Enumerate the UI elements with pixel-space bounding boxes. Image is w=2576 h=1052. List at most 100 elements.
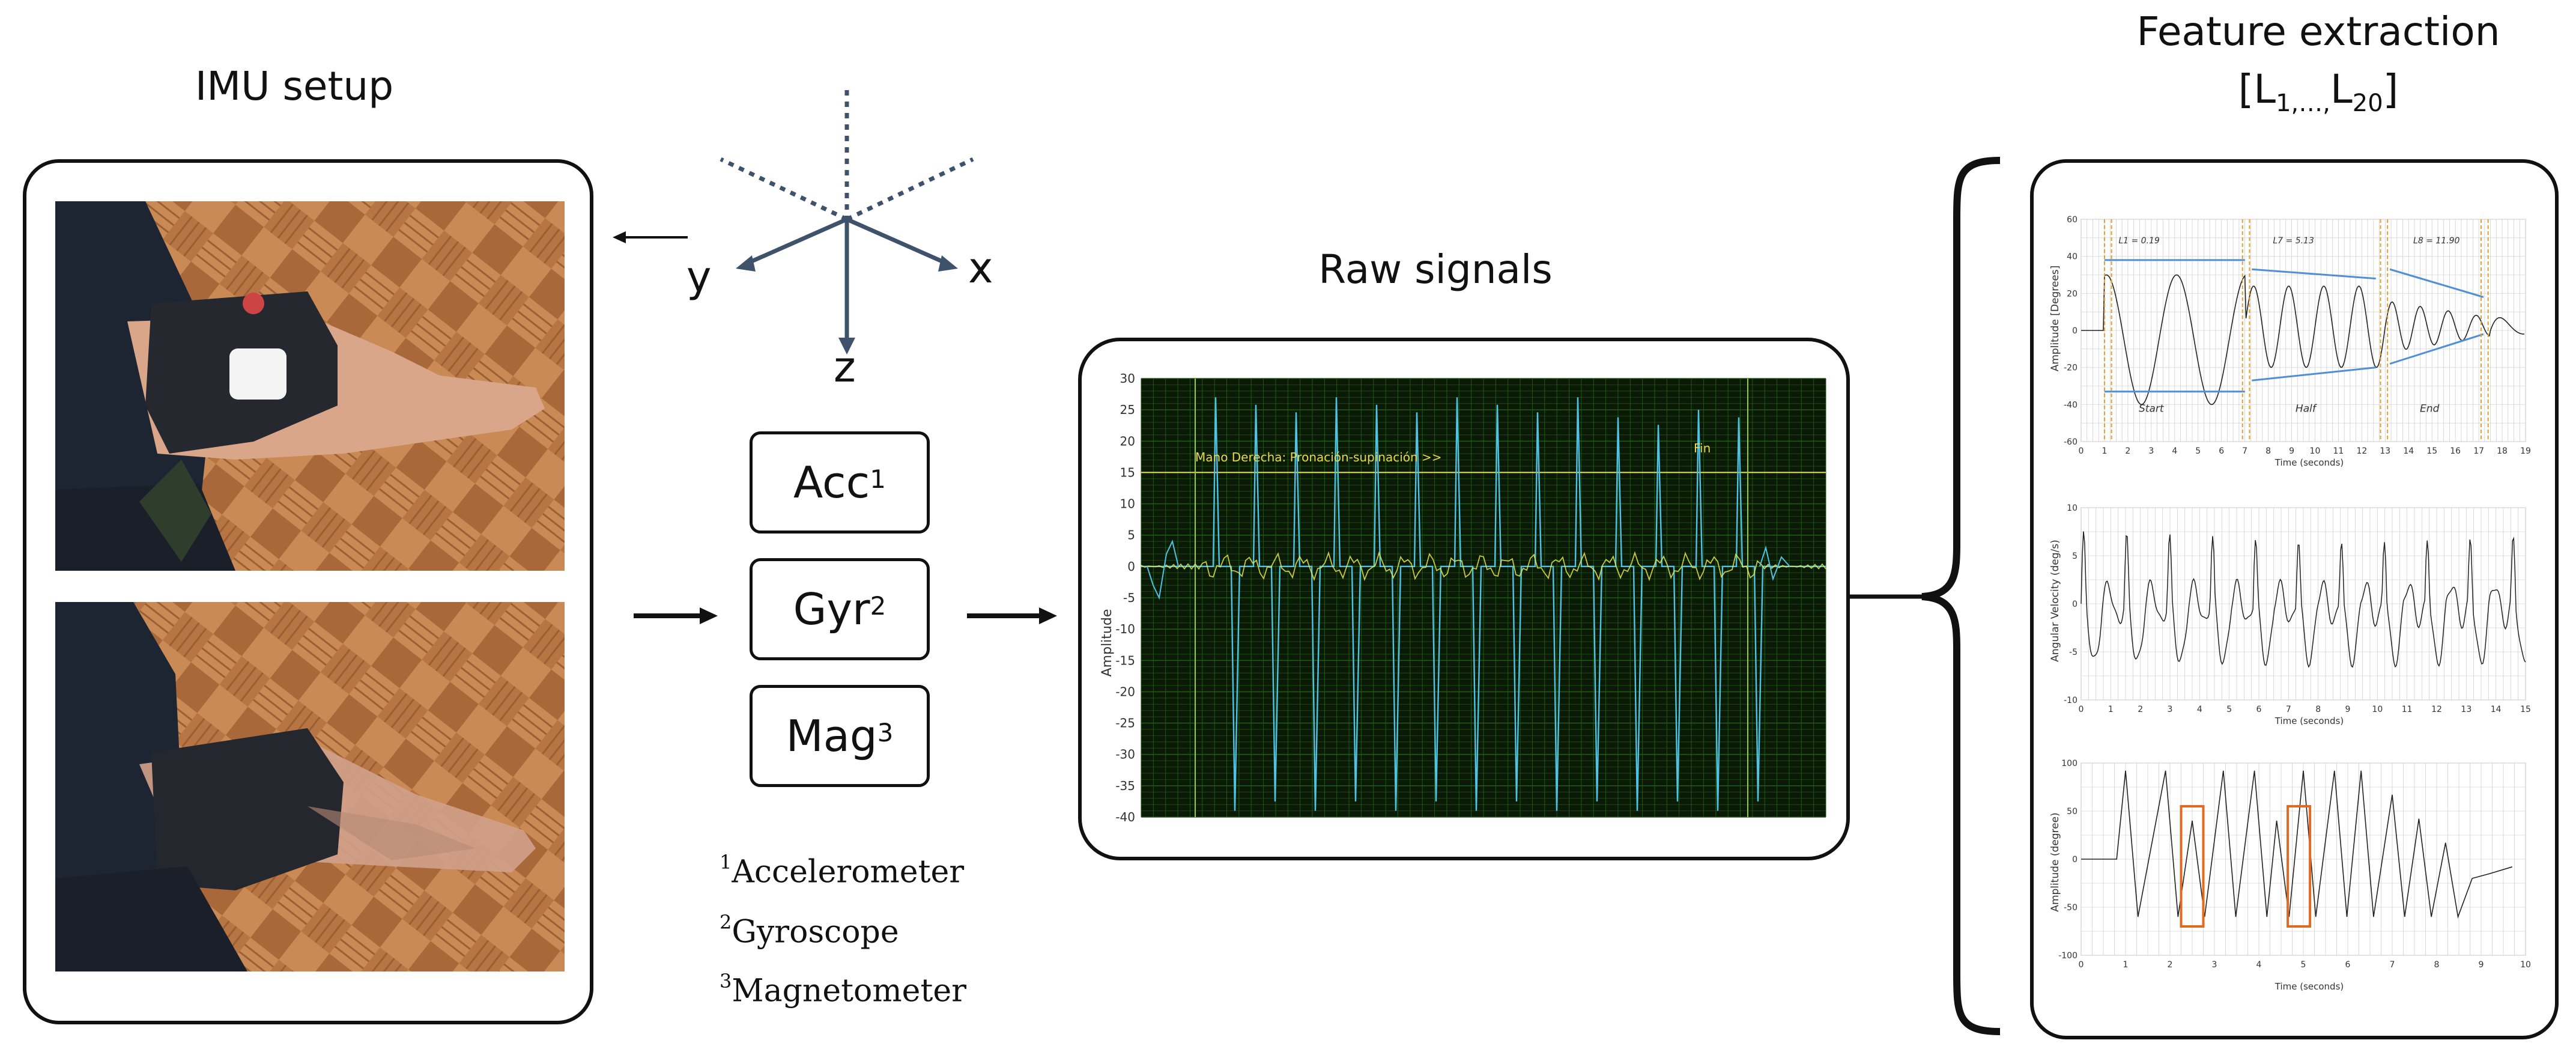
raw-ylabel: Amplitude xyxy=(1100,609,1115,677)
plot1-xtick-label: 1 xyxy=(2102,446,2107,456)
footnote-1-text: Accelerometer xyxy=(732,854,965,890)
plot3-ytick-label: 50 xyxy=(2067,807,2077,816)
footnote-3-sup: 3 xyxy=(720,970,732,993)
plot1-xtick-label: 10 xyxy=(2310,446,2321,456)
feature-extraction-title-line2: [L1,…,L20] xyxy=(2060,61,2576,121)
axis-y-label: y xyxy=(686,252,712,302)
plot1-trend-line xyxy=(2389,268,2484,298)
sensor-mag-sup: 3 xyxy=(877,717,894,747)
plot1-xtick-label: 7 xyxy=(2242,446,2247,456)
plot2-xtick-label: 0 xyxy=(2079,705,2084,714)
footnote-accelerometer: 1Accelerometer xyxy=(720,851,965,890)
raw-ytick-label: -5 xyxy=(1123,591,1135,605)
raw-overlay-label: Mano Derecha: Pronación-supinación >> xyxy=(1195,450,1442,464)
feature-plot-amplitude-peaks: Amplitude (degree) Time (seconds) 100500… xyxy=(2049,759,2531,992)
plot3-highlight-box xyxy=(2180,805,2205,928)
plot3-xtick-label: 0 xyxy=(2079,960,2084,970)
plot2-xtick-label: 10 xyxy=(2372,705,2383,714)
raw-signal-end xyxy=(1759,545,1790,582)
plot3-xtick-label: 8 xyxy=(2434,960,2440,970)
raw-ytick-label: -30 xyxy=(1115,747,1135,762)
raw-signal-start xyxy=(1147,540,1179,600)
feature-extraction-title-line1: Feature extraction xyxy=(2136,8,2500,55)
plot1-xtick-label: 19 xyxy=(2520,446,2531,456)
raw-ytick-label: -40 xyxy=(1115,810,1135,824)
plot1-trend-line xyxy=(2252,268,2376,280)
plot1-xtick-label: 5 xyxy=(2195,446,2201,456)
arrow-to-raw-signals xyxy=(967,607,1057,624)
plot1-xtick-label: 6 xyxy=(2219,446,2224,456)
plot1-ytick-label: 40 xyxy=(2067,252,2077,262)
fe-close: ] xyxy=(2383,65,2399,112)
plot1-phase-label: Start xyxy=(2139,403,2165,415)
plot3-ytick-label: 0 xyxy=(2072,855,2077,865)
plot1-phase-label: End xyxy=(2420,403,2440,415)
raw-ytick-label: -35 xyxy=(1115,779,1135,793)
plot3-ylabel: Amplitude (degree) xyxy=(2049,812,2061,911)
plot3-xtick-label: 7 xyxy=(2390,960,2395,970)
fe-sub1: 1,…, xyxy=(2276,89,2330,117)
plot2-ylabel: Angular Velocity (deg/s) xyxy=(2049,540,2061,662)
plot1-xtick-label: 12 xyxy=(2356,446,2367,456)
imu-photo-top-image xyxy=(55,201,565,571)
plot2-xtick-label: 2 xyxy=(2138,705,2143,714)
fe-open: [L xyxy=(2238,65,2276,112)
sensor-mag-name: Mag xyxy=(786,711,877,761)
plot3-xlabel: Time (seconds) xyxy=(2274,981,2344,992)
plot2-xtick-label: 6 xyxy=(2256,705,2262,714)
raw-ytick-label: 30 xyxy=(1120,371,1135,386)
imu-photo-bottom-image xyxy=(55,602,565,971)
imu-photo-top xyxy=(55,201,565,571)
footnote-gyroscope: 2Gyroscope xyxy=(720,911,899,950)
brace-connector xyxy=(1850,157,2001,1035)
plot2-ytick-label: 10 xyxy=(2067,503,2077,513)
feature-plot-angular-velocity: Angular Velocity (deg/s) Time (seconds) … xyxy=(2049,503,2531,726)
plot3-xtick-label: 3 xyxy=(2212,960,2217,970)
plot1-annotation: L7 = 5.13 xyxy=(2273,236,2314,246)
plot1-xtick-label: 18 xyxy=(2497,446,2508,456)
plot1-xtick-label: 3 xyxy=(2148,446,2154,456)
raw-end-label: Fin xyxy=(1694,441,1711,455)
plot3-xtick-label: 1 xyxy=(2123,960,2129,970)
sensor-acc-name: Acc xyxy=(793,457,870,508)
plot1-ytick-label: -60 xyxy=(2064,437,2077,447)
plot3-highlight-box xyxy=(2287,805,2312,928)
fe-sub2: 20 xyxy=(2352,89,2383,117)
plot2-signal xyxy=(2080,531,2526,668)
imu-photo-bottom xyxy=(55,602,565,971)
plot1-xlabel: Time (seconds) xyxy=(2274,457,2344,468)
plot1-xtick-label: 11 xyxy=(2333,446,2344,456)
axes-diagram xyxy=(720,90,974,354)
plot3-xtick-label: 10 xyxy=(2520,960,2531,970)
plot2-xtick-label: 8 xyxy=(2315,705,2321,714)
plot2-xtick-label: 1 xyxy=(2108,705,2114,714)
plot3-ytick-label: -50 xyxy=(2064,903,2077,913)
sensor-gyr-sup: 2 xyxy=(870,591,886,621)
axis-x-label: x xyxy=(968,243,993,293)
small-left-arrow xyxy=(613,231,688,243)
plot2-ytick-label: 0 xyxy=(2072,600,2077,609)
sensor-gyr-name: Gyr xyxy=(793,584,870,634)
plot2-ytick-label: -5 xyxy=(2069,648,2077,657)
footnote-2-text: Gyroscope xyxy=(732,914,899,950)
plot3-ytick-label: -100 xyxy=(2058,951,2077,961)
plot1-xtick-label: 2 xyxy=(2125,446,2130,456)
plot1-xtick-label: 14 xyxy=(2403,446,2414,456)
plot1-annotation: L1 = 0.19 xyxy=(2118,236,2160,246)
fe-mid: L xyxy=(2330,65,2353,112)
footnote-1-sup: 1 xyxy=(720,851,732,874)
raw-signal-yellow xyxy=(1141,551,1826,582)
plot2-ytick-label: 5 xyxy=(2072,552,2077,561)
plot1-ytick-label: 60 xyxy=(2067,215,2077,225)
feature-extraction-title: Feature extraction [L1,…,L20] xyxy=(2060,3,2576,121)
plot1-ylabel: Amplitude [Degrees] xyxy=(2049,266,2061,372)
plot2-xtick-label: 3 xyxy=(2168,705,2173,714)
plot3-xtick-label: 6 xyxy=(2345,960,2351,970)
plot1-annotation: L8 = 11.90 xyxy=(2413,236,2460,246)
plot2-ytick-label: -10 xyxy=(2064,696,2077,705)
plot3-ytick-label: 100 xyxy=(2061,759,2077,768)
plot1-ytick-label: 0 xyxy=(2072,326,2077,336)
plot1-xtick-label: 8 xyxy=(2265,446,2271,456)
